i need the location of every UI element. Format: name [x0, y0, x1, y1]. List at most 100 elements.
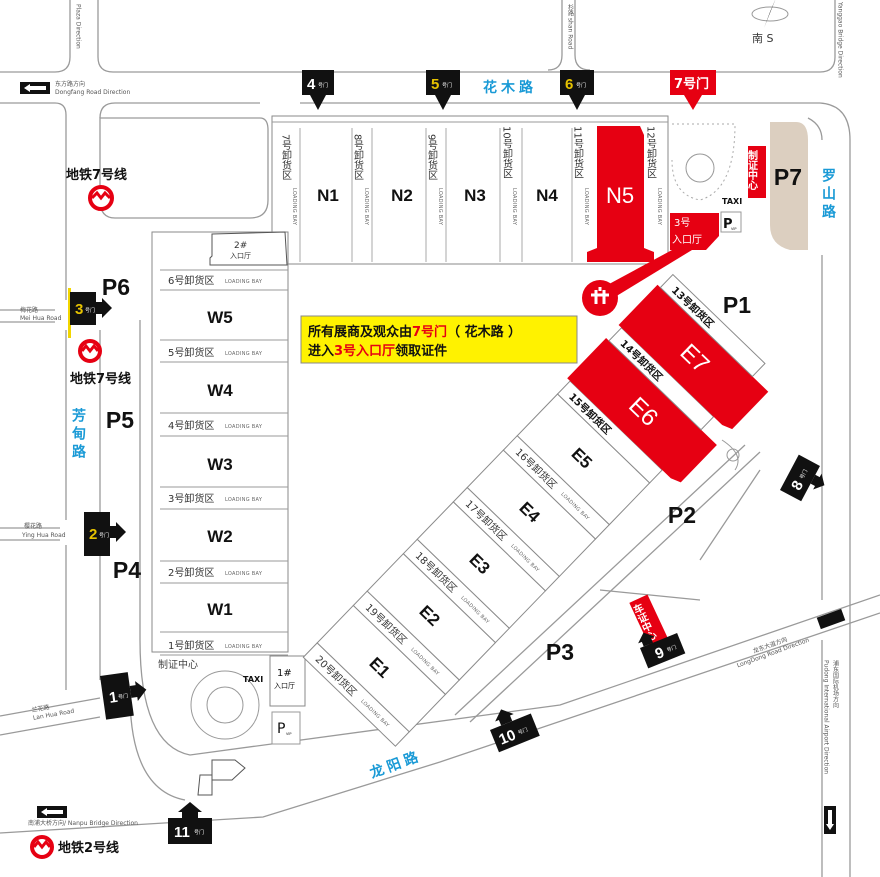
arrow-icon [810, 473, 825, 490]
gate-suffix: 号门 [798, 468, 809, 480]
entrance-3-pointer [598, 250, 692, 300]
gate-9[interactable]: 9 号门 [635, 621, 686, 669]
hall-n2[interactable]: N2 [391, 186, 413, 205]
arrow-up-icon [638, 632, 655, 647]
gate-6[interactable]: 6 号门 [560, 70, 594, 110]
north-bay-11: 11号卸货区 [572, 126, 584, 179]
airport-direction-cn: 浦东国际机场方向 [832, 659, 839, 708]
arrow-right-icon [96, 298, 112, 318]
gate-8[interactable]: 8 号门 [780, 454, 831, 508]
gate-2[interactable]: 2 号门 [84, 512, 126, 556]
parking-p2[interactable]: P2 [668, 502, 696, 528]
meihua-road-en: Mei Hua Road [20, 315, 62, 322]
gate-7[interactable]: 7号门 [670, 70, 716, 110]
parking-p4[interactable]: P4 [113, 557, 141, 583]
hall-n4[interactable]: N4 [536, 186, 558, 205]
hall-w1[interactable]: W1 [207, 600, 233, 619]
arrow-down-icon [435, 95, 451, 110]
hall-w3[interactable]: W3 [207, 455, 233, 474]
compass-label: 南 S [752, 32, 773, 45]
north-bay-10: 10号卸货区 [501, 126, 513, 179]
west-halls: 2# 入口厅 6号卸货区 5号卸货区 4号卸货区 3号卸货区 2号卸货区 1号卸… [151, 231, 289, 671]
north-bay-8: 8号卸货区 [352, 134, 364, 180]
gate-number: 5 [431, 76, 439, 93]
shan-road-label: 杉路 shan Road [567, 3, 574, 49]
gate-suffix: 号门 [194, 829, 204, 836]
loading-bay-label: LOADING BAY [225, 497, 263, 503]
loading-bay-label: LOADING BAY [511, 188, 517, 226]
compass-needle-icon [764, 0, 776, 28]
gate-suffix: 号门 [99, 532, 109, 539]
taxi-stand-west: TAXI [243, 675, 263, 684]
loading-bay-label: LOADING BAY [225, 644, 263, 650]
gate-suffix: 号门 [666, 644, 678, 654]
gate7-plaza: TAXI 3号 入口厅 P VIP 制证中心 P7 [582, 122, 808, 316]
entrance-hall-2-label: 2# [234, 241, 247, 251]
road-name-fangdian: 芳甸路 [70, 407, 87, 462]
notice-line-2: 进入3号入口厅领取证件 [308, 343, 447, 359]
north-halls: 7号卸货区 8号卸货区 9号卸货区 10号卸货区 11号卸货区 12号卸货区 L… [271, 115, 669, 265]
metro-line7-label: 地铁7号线 [70, 371, 131, 387]
roundabout [685, 153, 715, 183]
loading-bay-label: LOADING BAY [437, 188, 443, 226]
gate-number: 11 [174, 824, 190, 841]
gate-4[interactable]: 4 号门 [302, 70, 334, 110]
plaza-direction: Plaza Direction [75, 4, 82, 49]
entrance-hall-3-sublabel: 入口厅 [672, 235, 702, 246]
loading-bay-label: LOADING BAY [291, 188, 297, 226]
entrance-hall-2-sublabel: 入口厅 [230, 252, 251, 260]
hall-n5[interactable]: N5 [606, 183, 634, 208]
hall-w4[interactable]: W4 [207, 381, 233, 400]
loading-bay-label: LOADING BAY [225, 424, 263, 430]
parking-p6[interactable]: P6 [102, 274, 130, 300]
metro-line7-north: 地铁7号线 [66, 167, 127, 211]
hall-e6-shape[interactable] [567, 337, 717, 485]
gate-1[interactable]: 1 号门 [100, 670, 150, 720]
gate-suffix: 号门 [517, 726, 529, 736]
notice-line-1: 所有展商及观众由7号门（ 花木路 ） [308, 324, 521, 340]
hall-w5[interactable]: W5 [207, 308, 233, 327]
west-bay-6: 6号卸货区 [168, 274, 214, 287]
parking-p7[interactable]: P7 [774, 164, 802, 190]
gate-number: 3 [75, 301, 83, 318]
hall-n5-shape[interactable] [587, 126, 654, 262]
gate-11[interactable]: 11 号门 [168, 802, 212, 844]
west-bay-1: 1号卸货区 [168, 639, 214, 652]
hall-n1[interactable]: N1 [317, 186, 339, 205]
cert-center-badge [748, 146, 766, 198]
metro-line7-label: 地铁7号线 [66, 167, 127, 183]
hall-n3[interactable]: N3 [464, 186, 486, 205]
west-bay-3: 3号卸货区 [168, 492, 214, 505]
taxi-stand: TAXI [722, 197, 742, 206]
loading-bay-label: LOADING BAY [363, 188, 369, 226]
direction-arrow-icon [816, 608, 846, 630]
cert-center-label: 制证中心 [746, 149, 758, 190]
gate-5[interactable]: 5 号门 [426, 70, 460, 110]
yanggao-direction: Yanggao Bridge Direction [837, 1, 844, 78]
entrance-hall-3-shape[interactable] [670, 213, 719, 250]
loading-bay-label: LOADING BAY [656, 188, 662, 226]
entrance-hall-1-label: 1# [277, 668, 292, 679]
meihua-road-cn: 梅花路 [20, 306, 38, 314]
gate-suffix: 号门 [85, 307, 95, 314]
arrow-right-icon [129, 681, 147, 701]
airport-direction-en: Pudong International Airport Direction [823, 660, 830, 774]
parking-p1[interactable]: P1 [723, 292, 751, 318]
vip-parking-west [271, 711, 301, 745]
yinghua-road-en: Ying Hua Road [21, 532, 66, 539]
hall-e7-shape[interactable] [618, 284, 769, 432]
parking-p5[interactable]: P5 [106, 407, 134, 433]
road-name-huamu: 花木路 [483, 79, 537, 96]
gate-3[interactable]: 3 号门 [68, 288, 112, 338]
parking-p3[interactable]: P3 [546, 639, 574, 665]
hall-w2[interactable]: W2 [207, 527, 233, 546]
dongfang-direction-cn: 东方路方向 [55, 80, 85, 88]
gate-number: 6 [565, 76, 573, 93]
yinghua-road-cn: 樱花路 [24, 522, 42, 530]
entrance-hall-1[interactable] [269, 655, 306, 707]
arrow-right-icon [110, 522, 126, 542]
gate-10[interactable]: 10 号门 [484, 700, 540, 753]
arrow-down-icon [310, 95, 326, 110]
